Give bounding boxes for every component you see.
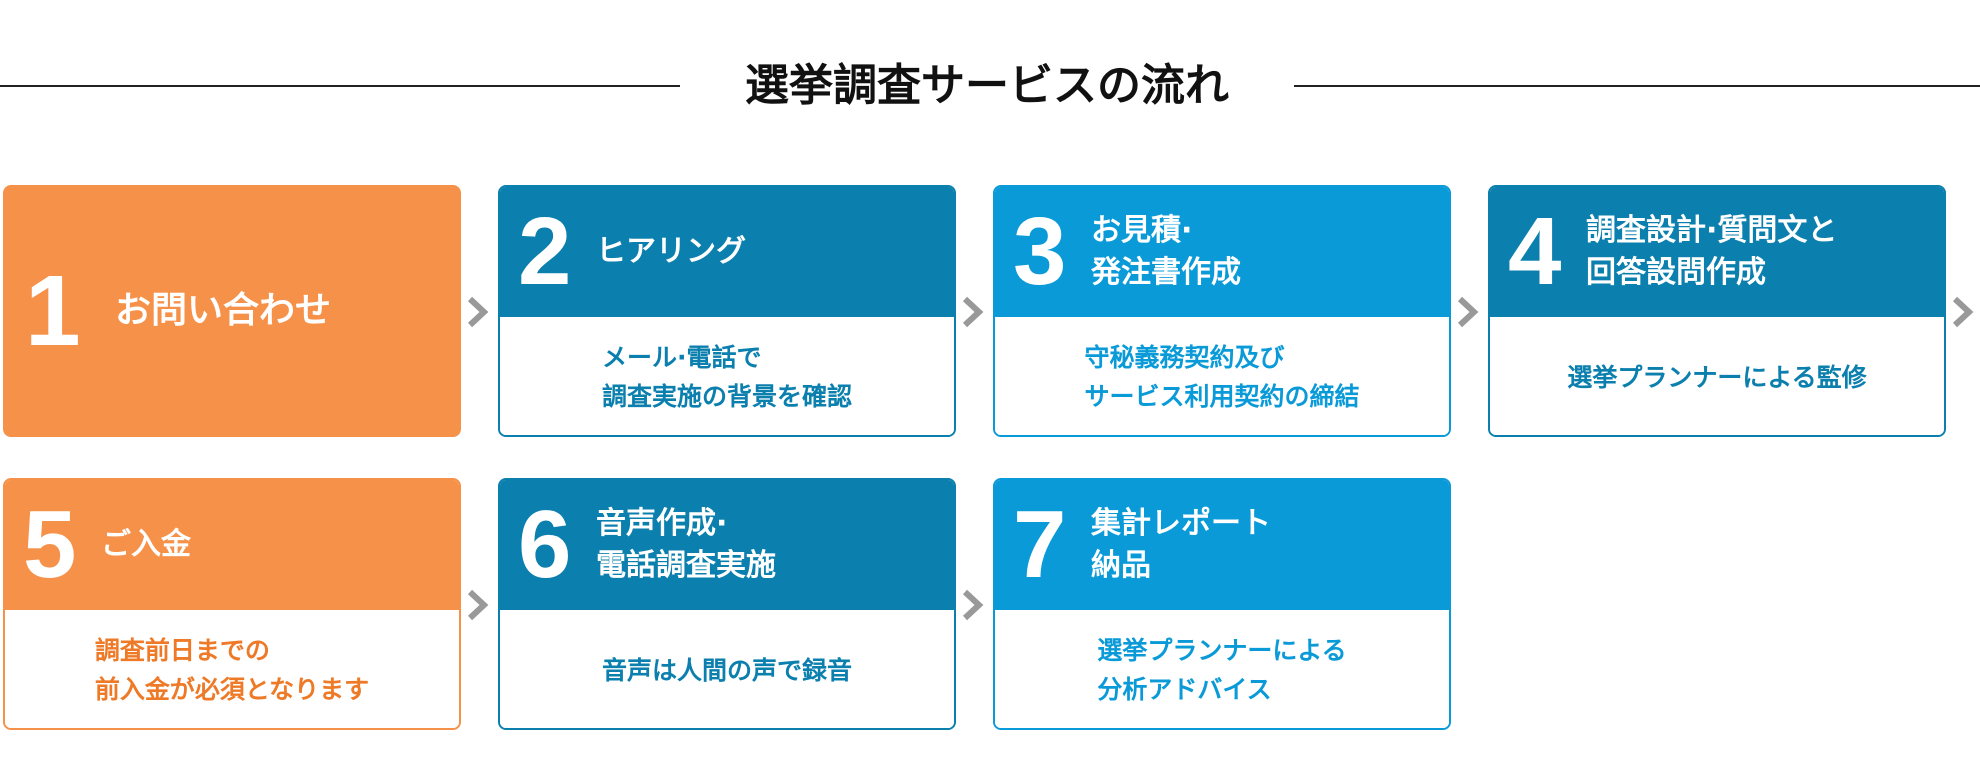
step-card-5: 5 ご入金 調査前日までの 前入金が必須となります xyxy=(3,478,461,730)
step-card-6: 6 音声作成· 電話調査実施 音声は人間の声で録音 xyxy=(498,478,956,730)
chevron-right-icon xyxy=(1454,295,1482,329)
step-body: 調査前日までの 前入金が必須となります xyxy=(5,610,459,728)
step-header: 6 音声作成· 電話調査実施 xyxy=(500,480,954,610)
step-label-line: 音声作成· xyxy=(596,506,728,541)
step-label: ご入金 xyxy=(101,480,191,610)
step-number: 5 xyxy=(23,491,77,598)
step-description-line: 調査実施の背景を確認 xyxy=(601,382,852,411)
step-card-3: 3 お見積· 発注書作成 守秘義務契約及び サービス利用契約の締結 xyxy=(993,185,1451,437)
step-label-line: ご入金 xyxy=(101,527,191,562)
step-body: メール·電話で 調査実施の背景を確認 xyxy=(500,317,954,435)
step-label-line: 集計レポート xyxy=(1091,506,1271,541)
step-description: 音声は人間の声で録音 xyxy=(602,652,852,691)
step-body: 守秘義務契約及び サービス利用契約の締結 xyxy=(995,317,1449,435)
step-description: 守秘義務契約及び サービス利用契約の締結 xyxy=(1084,339,1359,417)
step-label: お問い合わせ xyxy=(115,185,331,437)
step-header: 5 ご入金 xyxy=(5,480,459,610)
step-label-line: 電話調査実施 xyxy=(596,548,776,583)
page-title: 選挙調査サービスの流れ xyxy=(745,60,1229,111)
step-label-line: 発注書作成 xyxy=(1091,255,1241,290)
chevron-right-icon xyxy=(959,588,987,622)
step-description-line: 選挙プランナーによる xyxy=(1097,636,1347,666)
step-description-line: 守秘義務契約及び xyxy=(1084,343,1285,373)
step-label-line: 調査設計·質問文と xyxy=(1586,213,1838,248)
title-rule-right xyxy=(1294,85,1980,87)
step-label-line: お見積· xyxy=(1091,213,1193,248)
step-description-line: メール·電話で xyxy=(601,343,762,373)
step-number: 2 xyxy=(518,198,572,305)
step-description-line: サービス利用契約の締結 xyxy=(1084,382,1360,411)
step-label: 音声作成· 電話調査実施 xyxy=(596,480,776,610)
step-label-line: 納品 xyxy=(1091,548,1151,583)
step-label: お見積· 発注書作成 xyxy=(1091,187,1241,317)
step-card-2: 2 ヒアリング メール·電話で 調査実施の背景を確認 xyxy=(498,185,956,437)
step-number: 4 xyxy=(1508,198,1562,305)
title-row: 選挙調査サービスの流れ xyxy=(0,56,1980,116)
chevron-right-icon xyxy=(464,295,492,329)
step-description-line: 音声は人間の声で録音 xyxy=(601,655,852,685)
step-label: 集計レポート 納品 xyxy=(1091,480,1271,610)
step-description-line: 調査前日までの xyxy=(94,636,270,666)
step-description: 選挙プランナーによる監修 xyxy=(1567,359,1866,398)
step-number: 3 xyxy=(1013,198,1067,305)
chevron-right-icon xyxy=(464,588,492,622)
step-description: メール·電話で 調査実施の背景を確認 xyxy=(602,339,852,417)
step-header: 2 ヒアリング xyxy=(500,187,954,317)
step-header: 3 お見積· 発注書作成 xyxy=(995,187,1449,317)
step-description-line: 前入金が必須となります xyxy=(94,675,370,704)
step-label-line: ヒアリング xyxy=(596,234,746,269)
step-label-line: お問い合わせ xyxy=(115,289,332,331)
step-body: 選挙プランナーによる監修 xyxy=(1490,317,1944,435)
step-description-line: 選挙プランナーによる監修 xyxy=(1567,362,1867,392)
step-description: 選挙プランナーによる 分析アドバイス xyxy=(1097,632,1346,710)
step-header: 4 調査設計·質問文と 回答設問作成 xyxy=(1490,187,1944,317)
step-body: 音声は人間の声で録音 xyxy=(500,610,954,728)
step-label: 調査設計·質問文と 回答設問作成 xyxy=(1586,187,1837,317)
step-header: 7 集計レポート 納品 xyxy=(995,480,1449,610)
step-body: 選挙プランナーによる 分析アドバイス xyxy=(995,610,1449,728)
step-number: 7 xyxy=(1013,491,1067,598)
step-number: 6 xyxy=(518,491,572,598)
step-card-4: 4 調査設計·質問文と 回答設問作成 選挙プランナーによる監修 xyxy=(1488,185,1946,437)
step-description-line: 分析アドバイス xyxy=(1097,675,1272,704)
step-label-line: 回答設問作成 xyxy=(1586,255,1766,290)
title-rule-left xyxy=(0,85,680,87)
chevron-right-icon xyxy=(1949,295,1977,329)
step-card-7: 7 集計レポート 納品 選挙プランナーによる 分析アドバイス xyxy=(993,478,1451,730)
step-card-1: 1 お問い合わせ xyxy=(3,185,461,437)
step-label: ヒアリング xyxy=(596,187,746,317)
step-number: 1 xyxy=(25,255,81,367)
step-description: 調査前日までの 前入金が必須となります xyxy=(95,632,369,710)
chevron-right-icon xyxy=(959,295,987,329)
